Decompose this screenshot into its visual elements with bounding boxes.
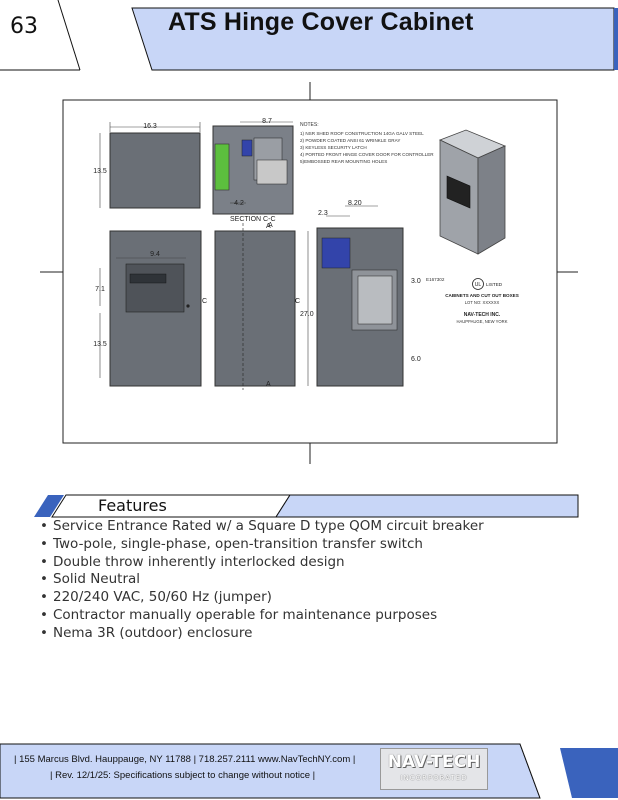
- notes-title: NOTES:: [300, 122, 319, 128]
- dim-side-depth: 8.7: [262, 118, 272, 125]
- feature-item: Two-pole, single-phase, open-transition …: [40, 536, 484, 554]
- feature-item: Service Entrance Rated w/ a Square D typ…: [40, 518, 484, 536]
- feature-item: 220/240 VAC, 50/60 Hz (jumper): [40, 589, 484, 607]
- page-title: ATS Hinge Cover Cabinet: [168, 8, 474, 36]
- dim-top-height: 13.5: [93, 168, 107, 175]
- ul-block: E167302 UL LISTED CABINETS AND CUT OUT B…: [426, 277, 519, 324]
- ul-caption: CABINETS AND CUT OUT BOXES: [445, 293, 519, 298]
- ul-listed: LISTED: [486, 282, 503, 287]
- svg-text:UL: UL: [475, 282, 482, 288]
- dim-front-lower: 13.5: [93, 341, 107, 348]
- front-view: 9.4 7.1 13.5: [93, 230, 202, 387]
- dim-section-bottom: 6.0: [411, 356, 421, 363]
- note-4: 4) PORTED FRONT HINGE COVER DOOR FOR CON…: [300, 152, 434, 157]
- notes-block: NOTES: 1) NSR SHED ROOF CONSTRUCTION 14G…: [300, 122, 434, 164]
- lot-number: LOT NO: XXXXXX: [465, 300, 500, 305]
- breaker-green: [214, 143, 230, 191]
- ul-logo-icon: [472, 278, 484, 290]
- dim-top-width: 16.3: [143, 123, 157, 130]
- dim-section-depth: 8.20: [348, 200, 362, 207]
- note-1: 1) NSR SHED ROOF CONSTRUCTION 14GA GALV …: [300, 131, 424, 136]
- feature-item: Solid Neutral: [40, 571, 484, 589]
- company-name: NAV-TECH INC.: [464, 312, 501, 318]
- navtech-logo: NAV-TECH INCORPORATED: [380, 748, 488, 790]
- header-banner: [0, 0, 618, 71]
- section-mark-a-upper: A: [266, 223, 271, 230]
- note-5: 5)EMBOSSED REAR MOUNTING HOLES: [300, 159, 387, 164]
- logo-subtext: INCORPORATED: [400, 774, 468, 782]
- dim-section-offset: 2.3: [318, 210, 328, 217]
- side-view: A A C C 27.0: [202, 223, 314, 390]
- note-2: 2) POWDER COATED ANSI 61 WRINKLE GRAY: [300, 138, 400, 143]
- section-mark-c-right: C: [295, 298, 300, 305]
- footer-address: | 155 Marcus Blvd. Hauppauge, NY 11788 |…: [14, 754, 356, 765]
- page-number: 63: [10, 14, 38, 39]
- section-mark-c-left: C: [202, 298, 207, 305]
- dim-front-upper: 7.1: [95, 286, 105, 293]
- side-section-view: 8.7 4.2 SECTION C-C A: [212, 118, 294, 229]
- logo-text: NAV-TECH: [387, 752, 481, 772]
- ul-file-number: E167302: [426, 277, 445, 282]
- section-label: SECTION C-C: [230, 216, 276, 223]
- feature-item: Contractor manually operable for mainten…: [40, 607, 484, 625]
- dim-front-width: 9.4: [150, 251, 160, 258]
- features-banner: [34, 494, 579, 518]
- section-mark-a-top: A: [268, 222, 273, 229]
- technical-drawing: 16.3 13.5 8.7 4.2 SECTION C-C A NOTES: 1…: [40, 82, 578, 464]
- dim-overall-height: 27.0: [300, 311, 314, 318]
- dim-section-right: 3.0: [411, 278, 421, 285]
- feature-item: Nema 3R (outdoor) enclosure: [40, 625, 484, 643]
- dim-side-offset: 4.2: [234, 200, 244, 207]
- note-3: 3) KEYLESS SECURITY LATCH: [300, 145, 367, 150]
- top-view: 16.3 13.5: [93, 122, 201, 209]
- feature-item: Double throw inherently interlocked desi…: [40, 554, 484, 572]
- section-mark-a-lower: A: [266, 381, 271, 388]
- features-heading: Features: [98, 496, 167, 515]
- footer-revision: | Rev. 12/1/25: Specifications subject t…: [50, 770, 316, 781]
- section-interior-view: 2.3 8.20 3.0 6.0: [316, 200, 421, 387]
- features-list: Service Entrance Rated w/ a Square D typ…: [40, 518, 484, 643]
- isometric-view: [438, 129, 507, 255]
- company-location: HAUPPAUGE, NEW YORK: [456, 319, 507, 324]
